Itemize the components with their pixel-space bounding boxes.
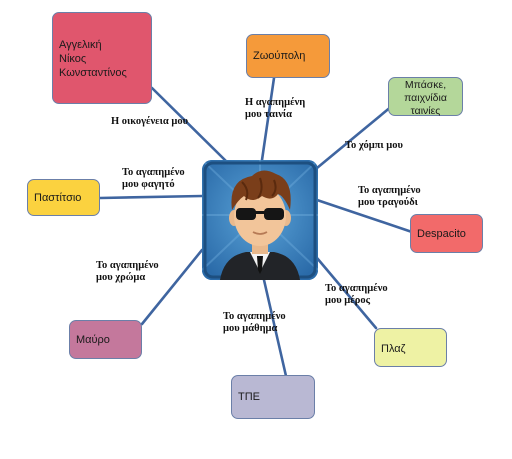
connector-lesson [262,278,288,378]
connector-song [315,198,414,234]
label-color: Το αγαπημένο μου χρώμα [96,260,159,284]
connector-movie [260,76,276,162]
label-hobby: Το χόμπι μου [345,140,403,151]
node-family: Αγγελική Νίκος Κωνσταντίνος [52,12,152,104]
node-movie: Ζωούπολη [246,34,330,78]
node-hobby: Μπάσκε, παιχνίδια ταινίες [388,77,463,117]
connector-family [150,86,230,165]
label-movie: Η αγαπημένη μου ταινία [245,97,306,121]
connector-color [140,248,204,326]
label-lesson: Το αγαπημένο μου μάθημα [223,311,286,335]
connector-food [98,194,204,200]
connector-place [315,256,378,330]
label-food: Το αγαπημένο μου φαγητό [122,167,185,191]
label-place: Το αγαπημένο μου μέρος [325,283,388,307]
node-song: Despacito [410,214,483,253]
node-food: Παστίτσιο [27,179,100,216]
avatar-image [202,160,318,280]
node-color: Μαύρο [69,320,142,359]
avatar-boy-sunglasses-icon [202,160,318,280]
label-family: Η οικογένεια μου [111,116,189,127]
node-lesson: ΤΠΕ [231,375,315,419]
label-song: Το αγαπημένο μου τραγούδι [358,185,421,209]
node-place: Πλαζ [374,328,447,367]
connector-hobby [315,104,394,170]
